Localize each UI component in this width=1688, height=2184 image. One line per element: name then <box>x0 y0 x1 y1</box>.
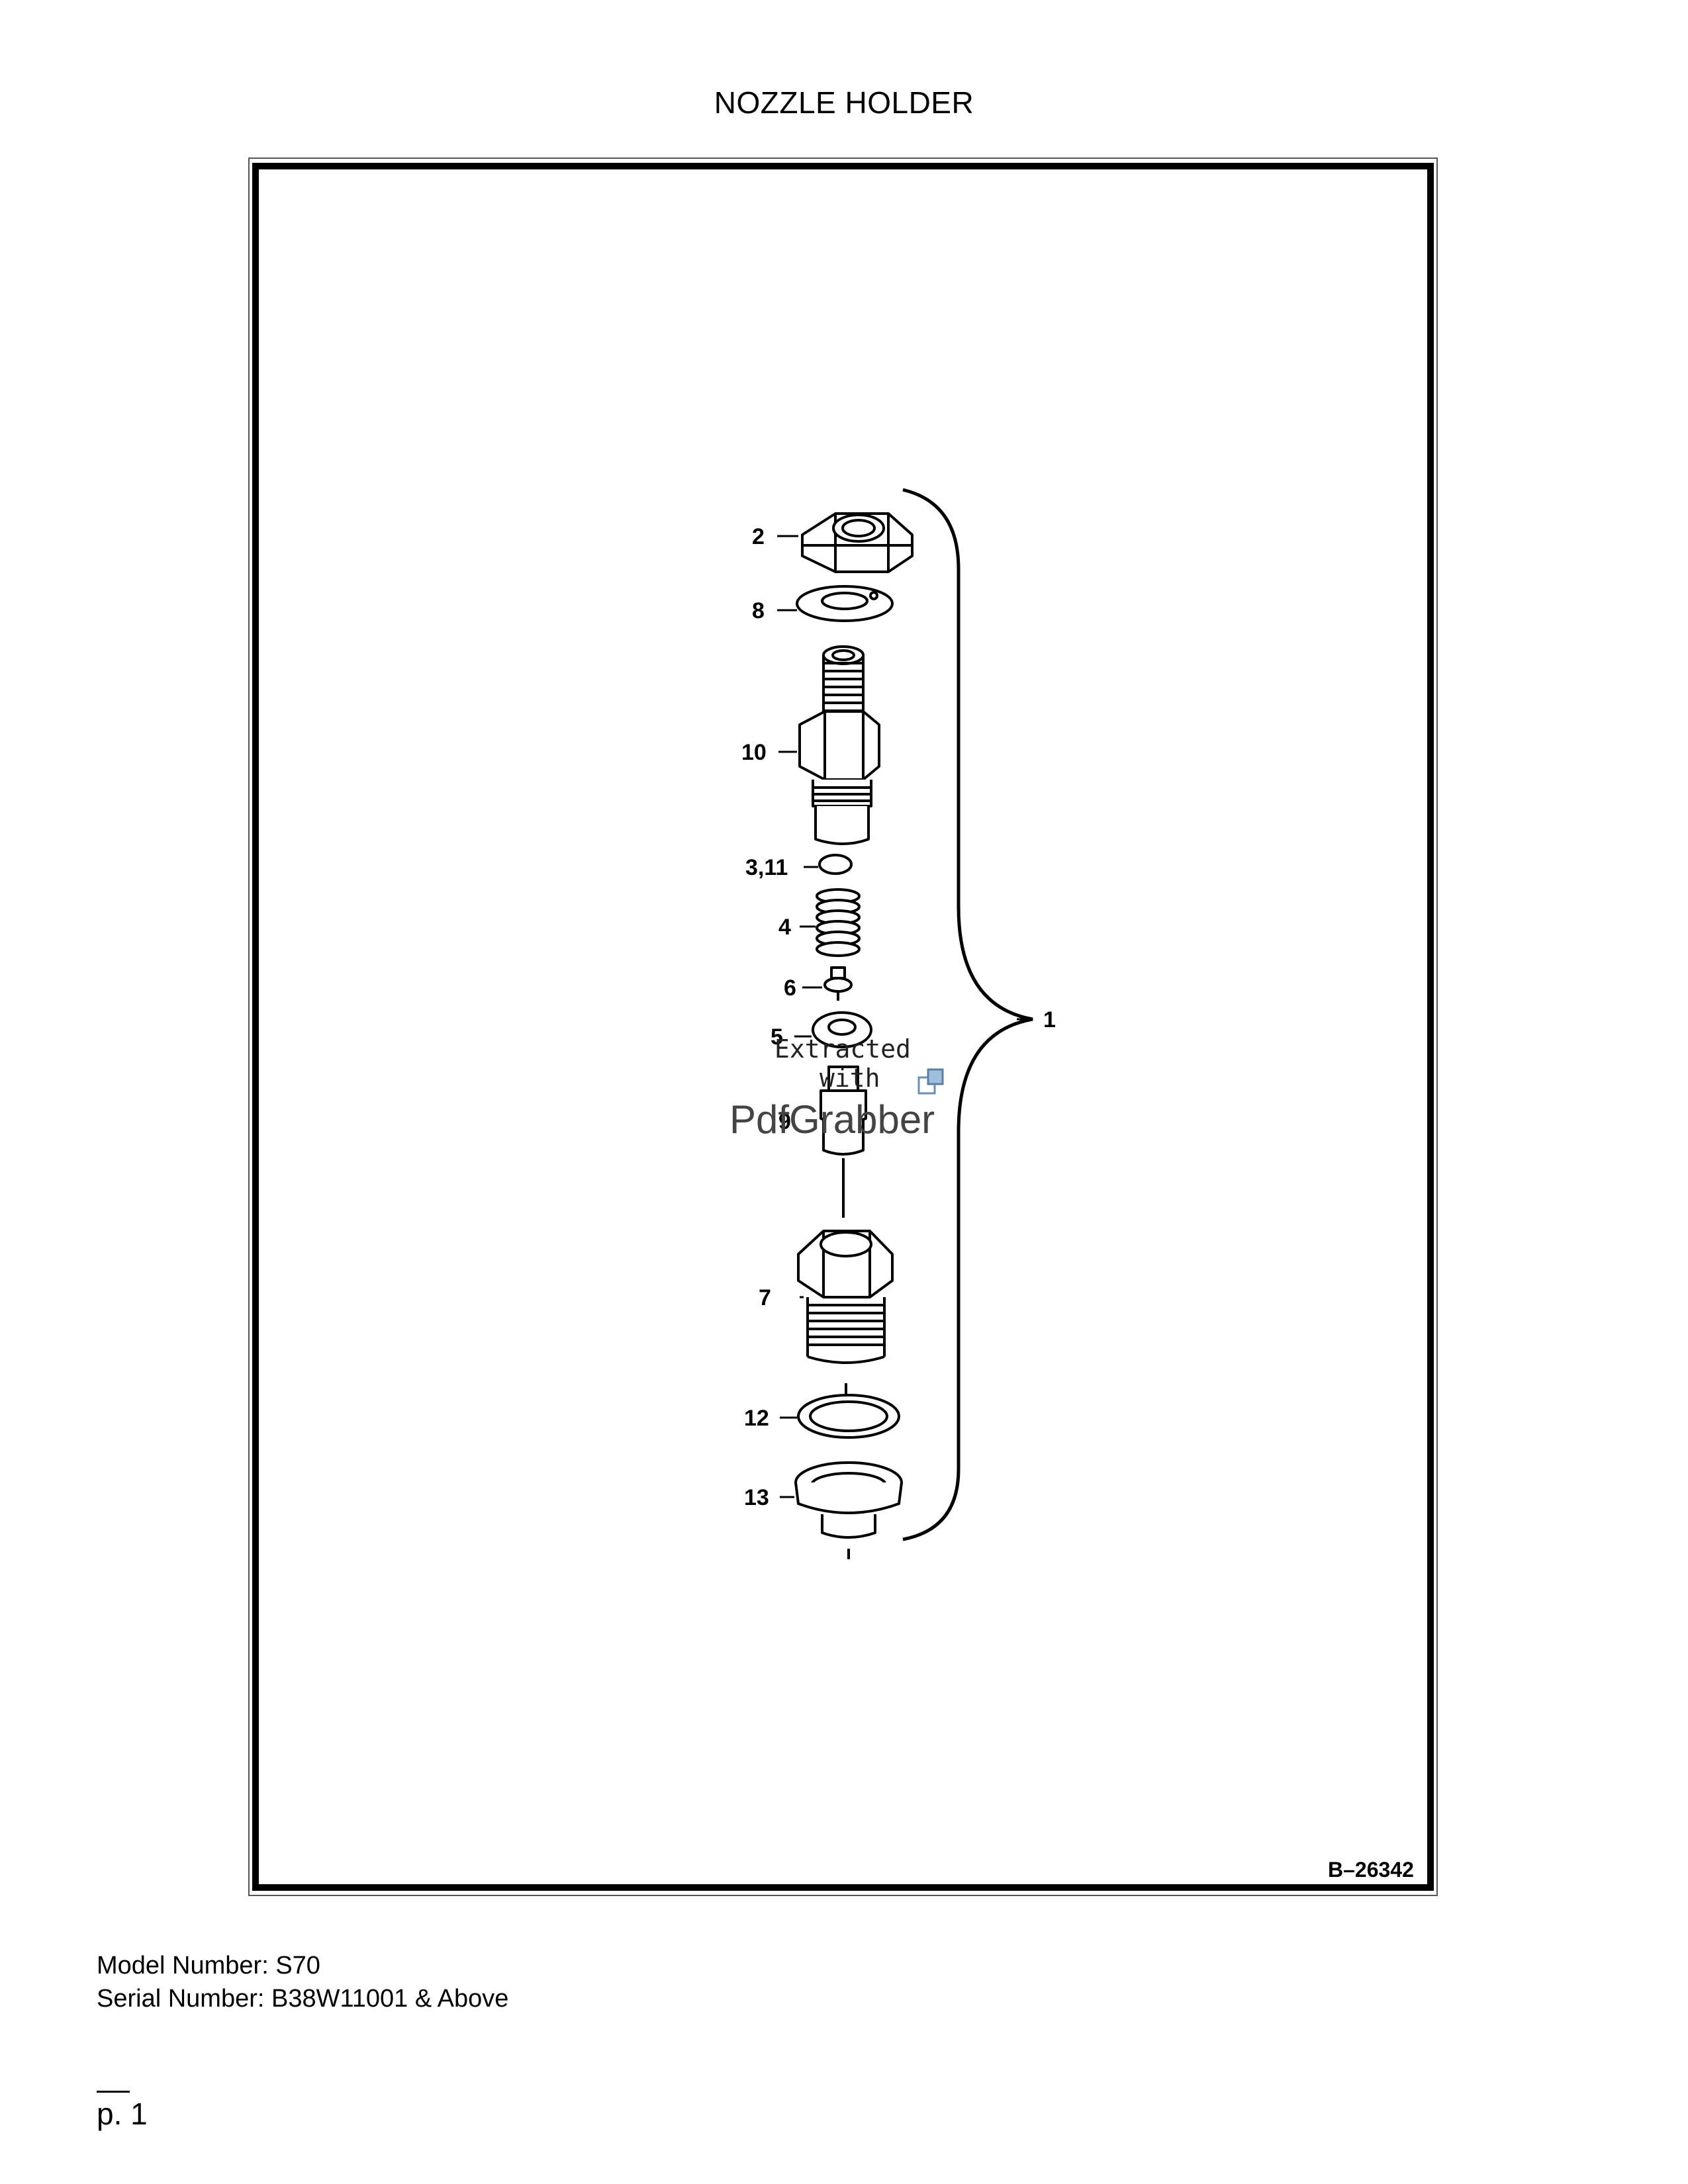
callout-3-11: 3,11 <box>745 855 788 880</box>
part-gasket <box>797 1394 900 1439</box>
callout-6: 6 <box>784 976 796 1001</box>
watermark-with: with <box>820 1064 880 1093</box>
part-heat-shield <box>794 1461 903 1559</box>
serial-number: Serial Number: B38W11001 & Above <box>97 1985 509 2013</box>
callout-12: 12 <box>744 1406 769 1431</box>
model-number: Model Number: S70 <box>97 1952 320 1979</box>
watermark-brand: PdfGrabber <box>729 1097 935 1142</box>
part-shim <box>818 854 853 875</box>
callout-9: 9 <box>778 1109 791 1134</box>
callout-13: 13 <box>744 1485 769 1510</box>
page-title: NOZZLE HOLDER <box>714 85 974 120</box>
part-nut <box>801 512 914 573</box>
callout-4: 4 <box>778 915 791 940</box>
watermark-extracted: Extracted <box>774 1034 911 1064</box>
part-retaining-nut <box>797 1230 894 1395</box>
callout-7: 7 <box>759 1285 771 1310</box>
part-nozzle-holder-body <box>798 645 880 845</box>
figure-id: B–26342 <box>1328 1858 1414 1882</box>
callout-8: 8 <box>752 598 765 623</box>
part-spring <box>816 888 861 957</box>
watermark-logo-icon <box>917 1068 944 1095</box>
page-number: p. 1 <box>97 2097 148 2131</box>
callout-1: 1 <box>1043 1007 1056 1032</box>
figure-frame-outer <box>248 158 1438 1896</box>
part-spacer <box>812 1011 872 1048</box>
page-number-rule <box>97 2091 130 2093</box>
assembly-brace <box>902 488 1033 1541</box>
callout-5: 5 <box>771 1024 783 1050</box>
part-washer <box>796 585 894 622</box>
callout-2: 2 <box>752 524 765 549</box>
figure-frame <box>252 163 1434 1891</box>
part-nozzle <box>820 1066 867 1218</box>
callout-10: 10 <box>741 740 767 765</box>
part-pin <box>823 966 853 1001</box>
